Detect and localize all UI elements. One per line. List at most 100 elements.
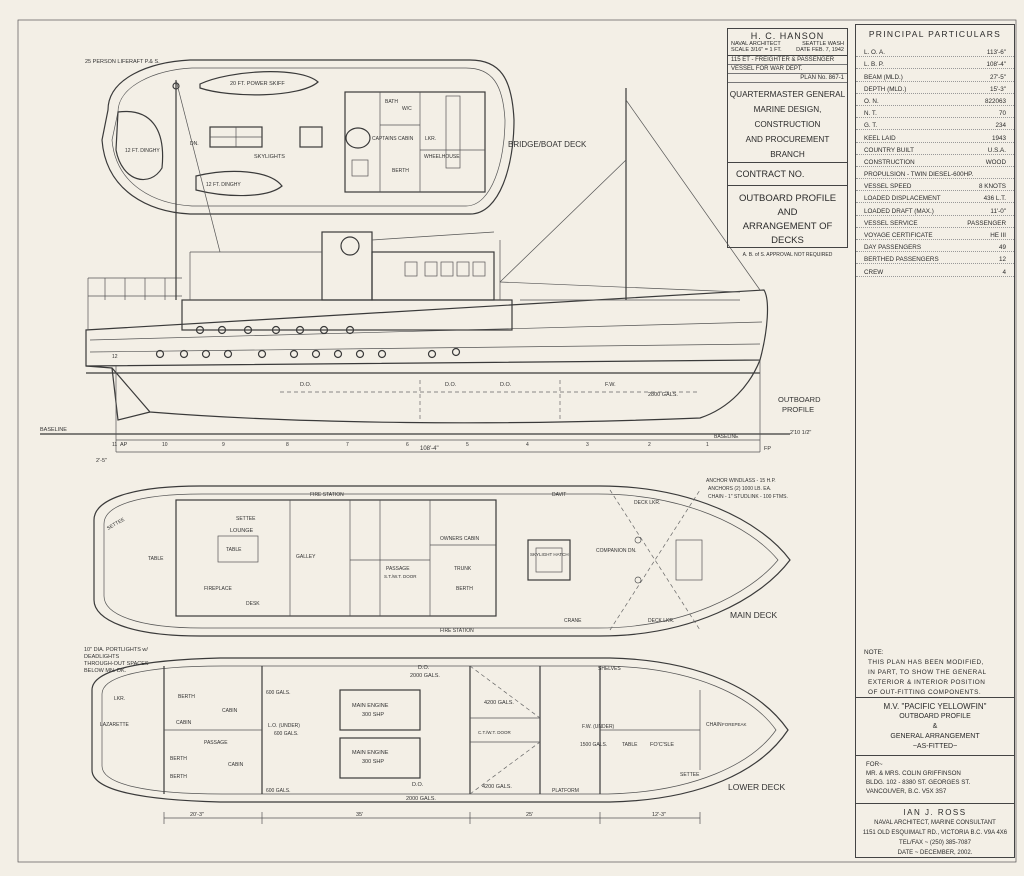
focsle-label: FO'C'SLE: [650, 742, 674, 748]
drawing-labels: 25 PERSON LIFERAFT P.& S. 20 FT. POWER S…: [40, 59, 821, 818]
particular-label: CREW: [864, 268, 884, 276]
particular-row: DAY PASSENGERS 49: [856, 240, 1014, 253]
do-bot-cap: 2000 GALS.: [406, 796, 436, 802]
profile-do-3: D.O.: [500, 382, 512, 388]
lower-berth-2: BERTH: [170, 756, 187, 762]
particular-label: BERTHED PASSENGERS: [864, 256, 939, 264]
agency-line-1: QUARTERMASTER GENERAL: [729, 90, 846, 99]
particular-value: 822063: [984, 97, 1006, 105]
crane-label: CRANE: [564, 618, 582, 624]
skylights-label: SKYLIGHTS: [254, 154, 285, 160]
lower-berth-3: BERTH: [170, 774, 187, 780]
profile-do-1: D.O.: [300, 382, 312, 388]
consultant-block: IAN J. ROSS NAVAL ARCHITECT, MARINE CONS…: [856, 803, 1014, 858]
particular-value: 49: [998, 244, 1006, 252]
particular-label: VESSEL SERVICE: [864, 219, 918, 227]
baseline-label-left: BASELINE: [40, 427, 67, 433]
note-line: EXTERIOR & INTERIOR POSITION: [868, 679, 986, 686]
main-deck-title: MAIN DECK: [730, 610, 778, 620]
lower-passage: PASSAGE: [204, 740, 228, 746]
draft-dimension: 2'10 1/2": [790, 430, 811, 436]
deck-lkr-1: DECK LKR.: [634, 500, 660, 506]
consultant-name: IAN J. ROSS: [903, 808, 967, 817]
particular-value: 27'-5": [989, 73, 1006, 81]
lounge-label: LOUNGE: [230, 528, 254, 534]
main-table-2: TABLE: [226, 547, 242, 553]
particular-label: CONSTRUCTION: [864, 158, 915, 166]
note-line: THIS PLAN HAS BEEN MODIFIED,: [868, 659, 984, 666]
station-2: 2: [648, 442, 651, 448]
ap-label: AP: [120, 442, 128, 448]
profile-do-2: D.O.: [445, 382, 457, 388]
particular-row: G. T.234: [856, 118, 1014, 131]
particular-label: VOYAGE CERTIFICATE: [864, 232, 933, 239]
station-12: 12: [112, 354, 118, 360]
station-ticks: [115, 360, 761, 452]
lazarette-label: LAZARETTE: [100, 722, 130, 728]
particular-value: 11'-0": [990, 207, 1006, 215]
baseline-label-right: BASELINE: [714, 434, 739, 440]
bridge-berth-label: BERTH: [392, 168, 409, 174]
main-table-1: TABLE: [148, 556, 164, 562]
particular-label: LOADED DRAFT (MAX.): [864, 207, 934, 215]
owner-address-2: VANCOUVER, B.C. V5X 3S7: [866, 788, 947, 795]
particular-label: KEEL LAID: [864, 134, 896, 142]
particular-label: PROPULSION - TWIN DIESEL-600HP.: [864, 171, 974, 179]
particular-label: VESSEL SPEED: [864, 183, 912, 191]
captains-cabin-label: CAPTAINS CABIN: [372, 136, 414, 142]
lo-cap: 600 GALS.: [274, 731, 298, 737]
particular-row: COUNTRY BUILT U.S.A.: [856, 143, 1014, 155]
vessel-line-3: GENERAL ARRANGEMENT: [890, 733, 980, 740]
particular-row: BEAM (MLD.) 27'-5": [856, 69, 1014, 82]
davit-label: DAVIT: [552, 492, 566, 498]
consultant-title: NAVAL ARCHITECT, MARINE CONSULTANT: [874, 820, 996, 826]
outboard-profile-title-2: PROFILE: [782, 405, 814, 414]
particular-row: PROPULSION - TWIN DIESEL-600HP.: [856, 167, 1014, 180]
owner-block: FOR~ MR. & MRS. COLIN GRIFFINSON BLDG. 1…: [856, 755, 1014, 796]
station-numbers: 12 11 10 9 8 7 6 5 4 3 2 1: [112, 354, 709, 448]
particular-value: 1943: [991, 134, 1006, 142]
particular-row: L. O. A.113'-6": [856, 45, 1014, 58]
note-line: IN PART, TO SHOW THE GENERAL: [868, 669, 987, 676]
main-engine-2-hp: 300 SHP: [362, 759, 384, 765]
particular-value: U.S.A.: [987, 146, 1006, 154]
passage-label: PASSAGE: [386, 566, 410, 572]
dim-35: 35': [356, 812, 363, 818]
dim-25: 25': [526, 812, 533, 818]
profile-fw-cap: 2800 GALS.: [648, 392, 678, 398]
particulars-table: L. O. A.113'-6" L. B. P.108'-4" BEAM (ML…: [856, 45, 1014, 277]
plan-number: PLAN No. 867-1: [728, 74, 847, 83]
bridge-lkr-label: LKR.: [425, 136, 436, 142]
designer-city: SEATTLE WASH: [802, 41, 844, 47]
particulars-panel: PRINCIPAL PARTICULARS L. O. A.113'-6" L.…: [855, 24, 1015, 858]
particular-label: BEAM (MLD.): [864, 73, 903, 81]
wheelhouse-label: WHEELHOUSE: [424, 154, 460, 160]
particular-label: COUNTRY BUILT: [864, 146, 915, 154]
dim-20-3: 20'-3": [190, 812, 204, 818]
station-8: 8: [286, 442, 289, 448]
trunk-label: TRUNK: [454, 566, 472, 572]
particular-label: G. T.: [864, 122, 878, 130]
dn-label: DN.: [190, 141, 199, 147]
consultant-address: 1151 OLD ESQUIMALT RD., VICTORIA B.C. V9…: [862, 830, 1008, 836]
particular-row: O. N.822063: [856, 94, 1014, 106]
power-skiff-label: 20 FT. POWER SKIFF: [230, 81, 285, 87]
note-block: NOTE: THIS PLAN HAS BEEN MODIFIED, IN PA…: [856, 649, 1014, 698]
anchor-chain: CHAIN - 1" STUDLINK - 100 FTMS.: [708, 494, 788, 500]
anchor-windlass: ANCHOR WINDLASS - 15 H.P.: [706, 478, 776, 484]
do-top: D.O.: [418, 665, 430, 671]
aft-dimension: 2'-5": [96, 458, 107, 464]
portlights-1: 10" DIA. PORTLIGHTS w/: [84, 647, 148, 653]
main-settee-2: SETTEE: [236, 516, 256, 522]
ct-door: C.T./W.T. DOOR: [478, 730, 512, 735]
fw-cap-lower: 1500 GALS.: [580, 742, 607, 748]
do-4200-top: 4200 GALS.: [484, 700, 514, 706]
plan-title-1: OUTBOARD PROFILE: [738, 193, 837, 204]
particular-label: DAY PASSENGERS: [864, 244, 922, 252]
designer-title: NAVAL ARCHITECT: [731, 41, 781, 47]
chain-label: CHAIN: [706, 722, 722, 728]
agency-line-2: MARINE DESIGN, CONSTRUCTION: [753, 105, 822, 129]
plan-title-3: ARRANGEMENT OF DECKS: [742, 221, 833, 246]
